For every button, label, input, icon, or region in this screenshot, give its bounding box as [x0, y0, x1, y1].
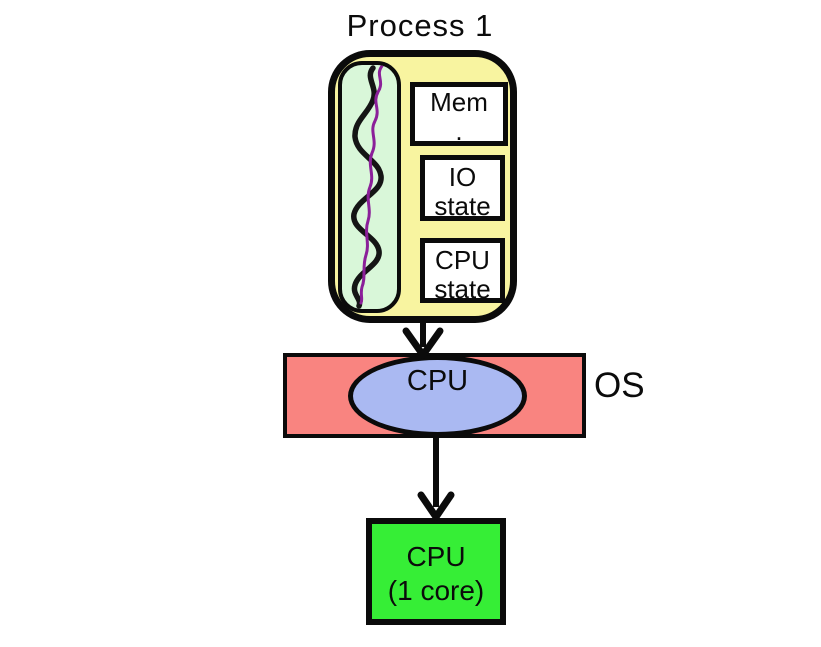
- thread-panel: [338, 61, 401, 313]
- hardware-cpu-box: CPU (1 core): [366, 518, 506, 625]
- memory-state-box: Mem .: [410, 82, 508, 146]
- cpu-state-label-line2: state: [434, 274, 491, 304]
- io-state-label-line2: state: [434, 191, 491, 221]
- os-to-hardware-arrow: [417, 437, 455, 521]
- io-state-box: IO state: [420, 155, 505, 221]
- thread-lines-svg: [351, 65, 384, 309]
- virtual-cpu-ellipse: CPU: [348, 355, 527, 437]
- cpu-state-label-line1: CPU: [435, 245, 490, 275]
- os-label: OS: [594, 366, 645, 405]
- io-state-label-line1: IO: [448, 162, 477, 192]
- hardware-cpu-label-line1: CPU: [406, 541, 466, 572]
- hardware-cpu-label-line2: (1 core): [387, 575, 485, 606]
- process-title: Process 1: [346, 8, 494, 43]
- memory-state-label-line2: .: [455, 116, 463, 146]
- cpu-state-box: CPU state: [420, 238, 505, 304]
- memory-state-label-line1: Mem: [430, 87, 488, 117]
- thread-line-purple: [359, 65, 384, 305]
- virtual-cpu-label: CPU: [406, 365, 469, 397]
